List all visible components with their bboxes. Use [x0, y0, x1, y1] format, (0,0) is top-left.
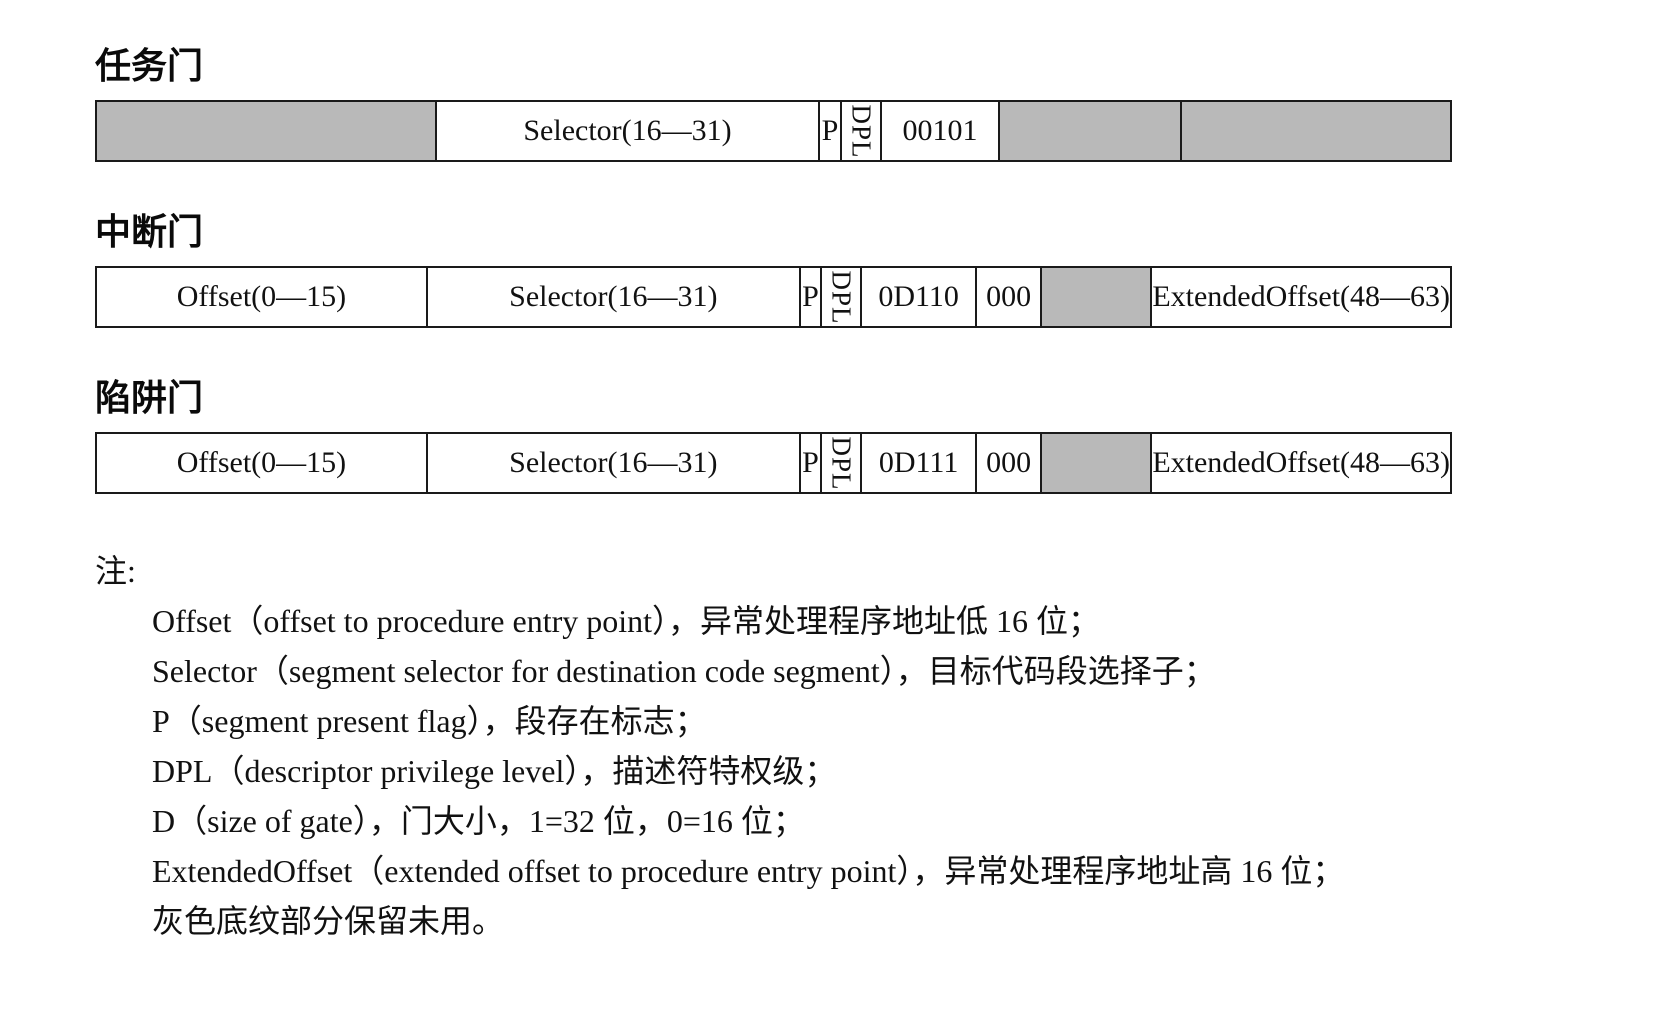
task-gate-diagram: Selector(16—31) P DPL 00101 [95, 100, 1452, 162]
interrupt-gate-zero-bits-cell: 000 [977, 268, 1043, 326]
trap-gate-section: 陷阱门 Offset(0—15) Selector(16—31) P DPL 0… [95, 376, 1475, 494]
task-gate-type-bits-cell: 00101 [882, 102, 1000, 160]
task-gate-reserved-low-cell [97, 102, 437, 160]
task-gate-section: 任务门 Selector(16—31) P DPL 00101 [95, 44, 1475, 162]
trap-gate-offset-cell: Offset(0—15) [97, 434, 428, 492]
interrupt-gate-offset-cell: Offset(0—15) [97, 268, 428, 326]
notes-label: 注: [95, 553, 136, 589]
note-line-gray-reserved: 灰色底纹部分保留未用。 [152, 903, 505, 939]
trap-gate-dpl-cell: DPL [822, 434, 863, 492]
interrupt-gate-dpl-cell: DPL [822, 268, 863, 326]
note-line-offset: Offset（offset to procedure entry point），… [152, 603, 1101, 639]
note-line-d: D（size of gate），门大小，1=32 位，0=16 位； [152, 803, 805, 839]
dpl-vertical-label: DPL [826, 435, 857, 491]
trap-gate-p-cell: P [801, 434, 823, 492]
note-line-extended-offset: ExtendedOffset（extended offset to proced… [152, 853, 1345, 889]
trap-gate-heading: 陷阱门 [95, 377, 204, 418]
notes-section: 注: Offset（offset to procedure entry poin… [95, 546, 1475, 946]
trap-gate-zero-bits-cell: 000 [977, 434, 1043, 492]
notes-list: Offset（offset to procedure entry point），… [95, 596, 1475, 946]
document-page: 任务门 Selector(16—31) P DPL 00101 中断门 Offs… [95, 44, 1475, 946]
task-gate-reserved-mid-cell [1000, 102, 1182, 160]
interrupt-gate-diagram: Offset(0—15) Selector(16—31) P DPL 0D110… [95, 266, 1452, 328]
task-gate-reserved-high-cell [1182, 102, 1450, 160]
task-gate-dpl-cell: DPL [842, 102, 882, 160]
task-gate-selector-cell: Selector(16—31) [437, 102, 820, 160]
interrupt-gate-reserved-cell [1042, 268, 1153, 326]
task-gate-p-cell: P [820, 102, 842, 160]
trap-gate-type-bits-cell: 0D111 [862, 434, 978, 492]
interrupt-gate-extended-offset-cell: ExtendedOffset(48—63) [1152, 280, 1451, 313]
note-line-dpl: DPL（descriptor privilege level），描述符特权级； [152, 753, 837, 789]
interrupt-gate-section: 中断门 Offset(0—15) Selector(16—31) P DPL 0… [95, 210, 1475, 328]
note-line-selector: Selector（segment selector for destinatio… [152, 653, 1216, 689]
interrupt-gate-p-cell: P [801, 268, 823, 326]
interrupt-gate-selector-cell: Selector(16—31) [428, 268, 801, 326]
dpl-vertical-label: DPL [846, 103, 877, 159]
note-line-p: P（segment present flag），段存在标志； [152, 703, 707, 739]
dpl-vertical-label: DPL [826, 269, 857, 325]
interrupt-gate-type-bits-cell: 0D110 [862, 268, 978, 326]
trap-gate-diagram: Offset(0—15) Selector(16—31) P DPL 0D111… [95, 432, 1452, 494]
trap-gate-selector-cell: Selector(16—31) [428, 434, 801, 492]
task-gate-heading: 任务门 [95, 45, 204, 86]
interrupt-gate-heading: 中断门 [95, 211, 204, 252]
trap-gate-extended-offset-cell: ExtendedOffset(48—63) [1152, 446, 1451, 479]
trap-gate-reserved-cell [1042, 434, 1153, 492]
